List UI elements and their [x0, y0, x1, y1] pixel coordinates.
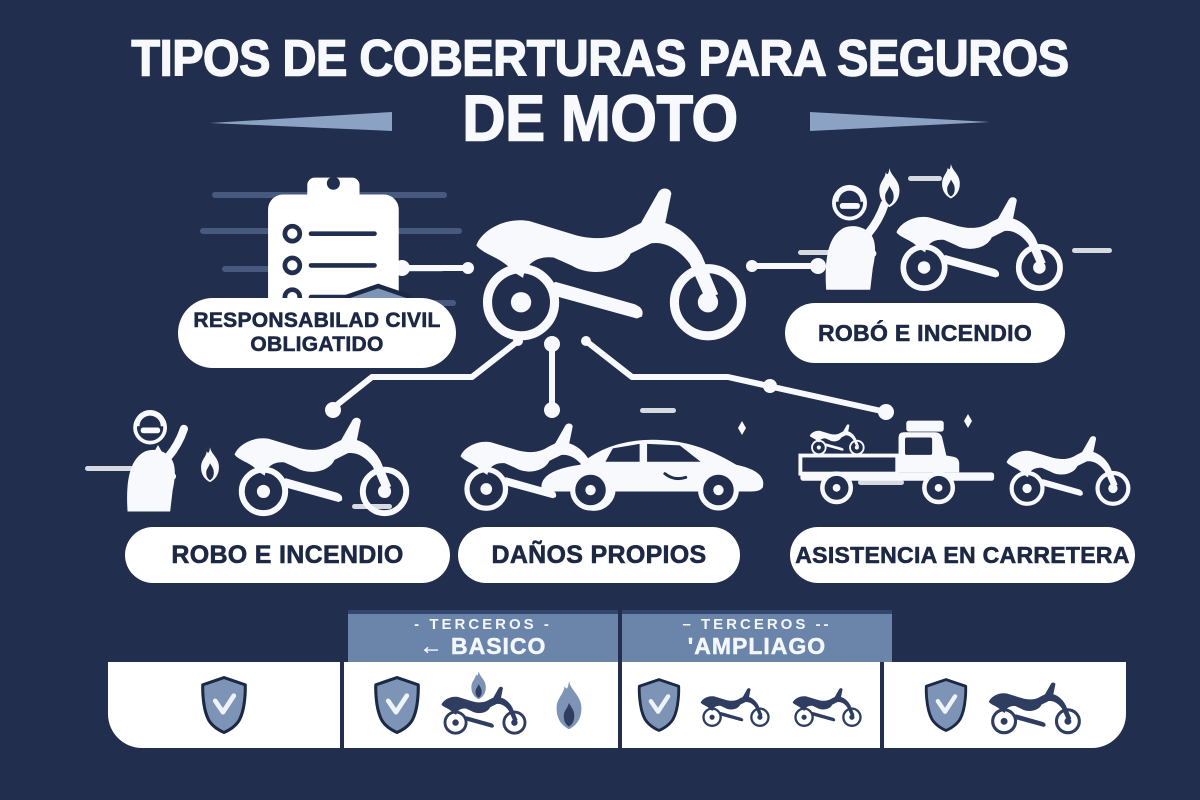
motorcycle-icon	[697, 680, 775, 730]
table-cell-terceros-ampliado	[618, 662, 880, 748]
header-basico-label: ← BASICO	[419, 633, 547, 660]
label-robo-incendio: ROBO E INCENDIO	[125, 527, 450, 583]
flame-icon	[547, 679, 591, 732]
header-ampliado-label: 'AMPLIAGO	[687, 633, 827, 660]
table-header-terceros-ampliado: – TERCEROS -- 'AMPLIAGO	[622, 610, 892, 662]
motorcycle-icon	[789, 680, 867, 730]
title-taper-right	[810, 112, 990, 131]
page-title-line2: DE MOTO	[462, 82, 739, 156]
shield-check-icon	[198, 675, 250, 735]
header-terceros-label: - TERCEROS -	[414, 616, 552, 633]
label-asistencia-carretera: ASISTENCIA EN CARRETERA	[790, 527, 1135, 583]
table-cell-terceros-basico	[340, 662, 618, 748]
table-cell-basic-shield	[108, 662, 340, 748]
table-header-terceros-basico: - TERCEROS - ← BASICO	[348, 610, 618, 662]
shield-check-icon	[635, 677, 683, 733]
thief-motorcycle-icon	[110, 398, 430, 523]
motorcycle-icon	[462, 158, 767, 351]
shield-check-icon	[922, 677, 970, 733]
motorcycle-car-crash-icon	[452, 392, 772, 524]
header-terceros-label: – TERCEROS --	[682, 616, 832, 633]
thief-burning-motorcycle-icon	[808, 163, 1076, 310]
title-taper-left	[210, 112, 392, 131]
page-title-line1: TIPOS DE COBERTURAS PARA SEGUROS	[131, 28, 1070, 87]
label-robo-incendio-top: ROBÓ E INCENDIO	[785, 303, 1065, 363]
tow-truck-motorcycle-icon	[795, 400, 1140, 525]
shield-check-icon	[371, 675, 423, 735]
burning-motorcycle-icon	[440, 672, 527, 735]
motorcycle-icon	[984, 672, 1088, 738]
label-responsabilidad-civil: RESPONSABILAD CIVIL OBLIGATIDO	[178, 298, 456, 368]
label-danos-propios: DAÑOS PROPIOS	[458, 527, 740, 583]
table-cell-full-coverage	[880, 662, 1126, 748]
coverage-table-row	[108, 662, 1126, 748]
